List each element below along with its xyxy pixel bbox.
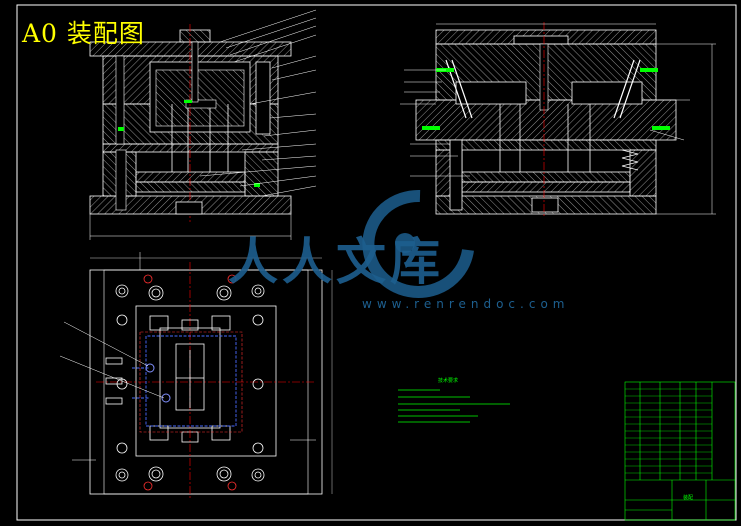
title-block [624, 381, 736, 521]
plan-view [59, 252, 333, 500]
drawing-title: A0 装配图 [22, 19, 145, 48]
technical-notes-title: 技术要求 [438, 378, 459, 384]
watermark-url: www.renrendoc.com [362, 297, 570, 311]
title-block-rows [625, 388, 712, 474]
side-section-view [400, 22, 716, 218]
front-section-view [89, 9, 317, 240]
drawing-frame [16, 4, 737, 521]
watermark-logo-icon [362, 189, 474, 298]
watermark-logo-text: 人人文库 [228, 233, 444, 291]
title-block-part-name: 装配 [683, 495, 694, 501]
technical-notes [398, 389, 510, 423]
